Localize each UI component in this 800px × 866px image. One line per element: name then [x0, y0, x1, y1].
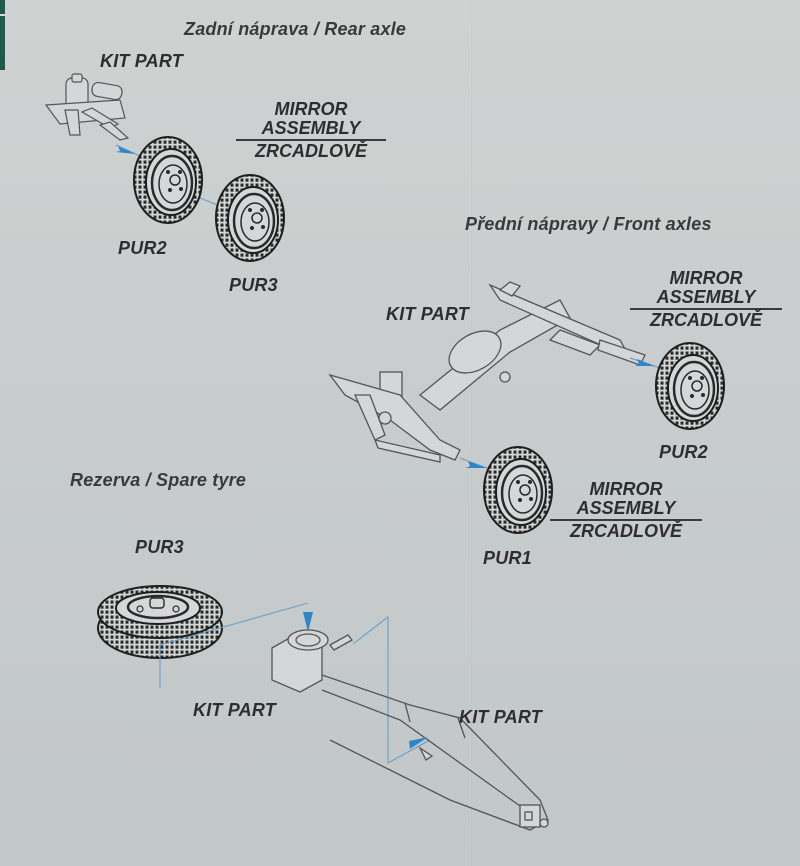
chassis-frame-drawing [321, 674, 549, 831]
spare-tyre-title: Rezerva / Spare tyre [70, 470, 247, 490]
mirror-line-1: MIRROR [669, 268, 743, 288]
rear-axle-mirror-assembly-label: MIRROR ASSEMBLY ZRCADLOVĚ [236, 100, 386, 161]
front-axles-kit-part-label: KIT PART [386, 304, 469, 324]
front-axles-mirror-assembly-right-label: MIRROR ASSEMBLY ZRCADLOVĚ [630, 269, 782, 330]
front-wheel-pur1-drawing [482, 445, 554, 535]
mirror-divider [630, 308, 782, 310]
mirror-line-3: ZRCADLOVĚ [650, 310, 762, 330]
spare-tyre-part-pur3-label: PUR3 [135, 537, 184, 557]
mirror-line-3: ZRCADLOVĚ [255, 141, 367, 161]
front-axles-mirror-assembly-bottom-label: MIRROR ASSEMBLY ZRCADLOVĚ [550, 480, 702, 541]
front-axle-arrows [459, 357, 661, 471]
frame-arrow [409, 737, 428, 749]
front-axles-part-pur2-label: PUR2 [659, 442, 708, 462]
rear-axle-title: Zadní náprava / Rear axle [184, 19, 407, 39]
mirror-line-2: ASSEMBLY [576, 498, 676, 518]
front-axles-title: Přední nápravy / Front axles [465, 214, 712, 234]
front-axles-part-pur1-label: PUR1 [483, 548, 532, 568]
bracket-arrow [303, 612, 313, 632]
spare-carrier-bracket-drawing [271, 629, 353, 693]
mirror-line-3: ZRCADLOVĚ [570, 521, 682, 541]
spare-tyre-pur3-drawing [97, 585, 223, 659]
mirror-divider [236, 139, 386, 141]
mirror-divider [550, 519, 702, 521]
front-axle-kit-part-drawing [328, 281, 646, 463]
spare-tyre-kit-part-right-label: KIT PART [459, 707, 542, 727]
front-wheel-pur2-drawing [654, 341, 726, 431]
spare-tyre-guide-lines [159, 602, 431, 764]
rear-axle-kit-part-label: KIT PART [100, 51, 183, 71]
spare-tyre-kit-part-left-label: KIT PART [193, 700, 276, 720]
rear-wheel-pur2-drawing [132, 135, 204, 225]
mirror-line-2: ASSEMBLY [656, 287, 756, 307]
cutting-mat-edge [0, 0, 5, 70]
rear-axle-part-pur3-label: PUR3 [229, 275, 278, 295]
rear-axle-part-pur2-label: PUR2 [118, 238, 167, 258]
mirror-line-1: MIRROR [589, 479, 663, 499]
mirror-line-1: MIRROR [274, 99, 348, 119]
mirror-line-2: ASSEMBLY [261, 118, 361, 138]
rear-wheel-pur3-drawing [214, 173, 286, 263]
paper-fold-line [470, 0, 472, 866]
rear-axle-kit-part-drawing [44, 73, 130, 141]
